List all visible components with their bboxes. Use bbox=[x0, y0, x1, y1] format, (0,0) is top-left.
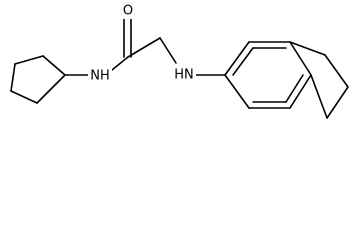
bond-ch2-nh bbox=[159, 37, 177, 64]
bond-ar-double-3 bbox=[285, 74, 304, 103]
bond-ar-3 bbox=[289, 41, 312, 76]
bond-carbonyl-ch2 bbox=[127, 37, 161, 58]
bond-ar-double-1 bbox=[232, 47, 254, 76]
bond-ind-4 bbox=[310, 74, 328, 119]
molecule-diagram: O NH HN bbox=[10, 4, 349, 119]
amide-nh-label: NH bbox=[90, 69, 110, 84]
bond-ind-2 bbox=[324, 54, 349, 88]
atom-label-amide-nh: NH bbox=[88, 67, 112, 84]
bond-cp-4 bbox=[10, 90, 38, 104]
amide-chain bbox=[64, 18, 226, 76]
benzene-ring bbox=[224, 41, 312, 109]
bond-cp-5 bbox=[36, 74, 66, 104]
bond-ar-4 bbox=[289, 74, 312, 109]
atom-label-oxygen: O bbox=[121, 4, 134, 19]
bond-ind-3 bbox=[326, 86, 349, 119]
atom-label-amine-nh: HN bbox=[172, 66, 196, 83]
bond-nh-carbonyl bbox=[111, 56, 129, 71]
bond-ind-1 bbox=[289, 41, 326, 56]
bond-cp-1 bbox=[42, 55, 66, 76]
bond-ar-1 bbox=[224, 41, 250, 76]
bond-cp-2 bbox=[14, 55, 44, 65]
bond-ar-6 bbox=[224, 74, 250, 109]
cyclopentyl-ring bbox=[10, 55, 66, 104]
bond-cp-3 bbox=[10, 63, 16, 92]
oxygen-label: O bbox=[123, 4, 133, 19]
indane-five-ring bbox=[289, 41, 349, 119]
amine-nh-label: HN bbox=[174, 68, 194, 83]
